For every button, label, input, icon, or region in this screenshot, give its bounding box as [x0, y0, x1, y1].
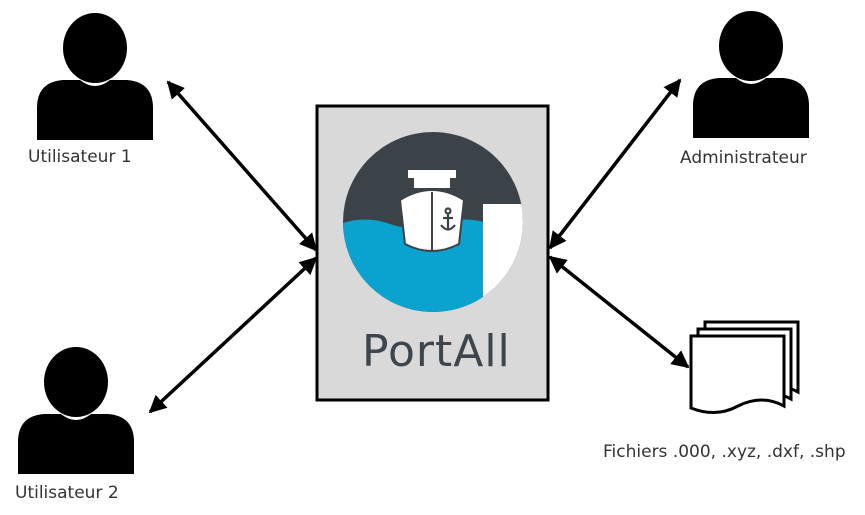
files-label: Fichiers .000, .xyz, .dxf, .shp [603, 442, 846, 462]
connection-files-center [548, 255, 690, 369]
person-icon [18, 347, 134, 474]
person-icon [37, 13, 153, 140]
product-name: PortAll [362, 326, 511, 377]
connection-admin-center [548, 78, 682, 250]
stacked-documents-icon [689, 320, 800, 414]
connection-user2-center [148, 256, 318, 414]
person-icon [693, 11, 809, 138]
connections [148, 78, 690, 414]
connection-user1-center [166, 80, 318, 252]
admin-label: Administrateur [680, 148, 807, 168]
user1-label: Utilisateur 1 [28, 147, 132, 167]
user2-label: Utilisateur 2 [15, 483, 119, 503]
